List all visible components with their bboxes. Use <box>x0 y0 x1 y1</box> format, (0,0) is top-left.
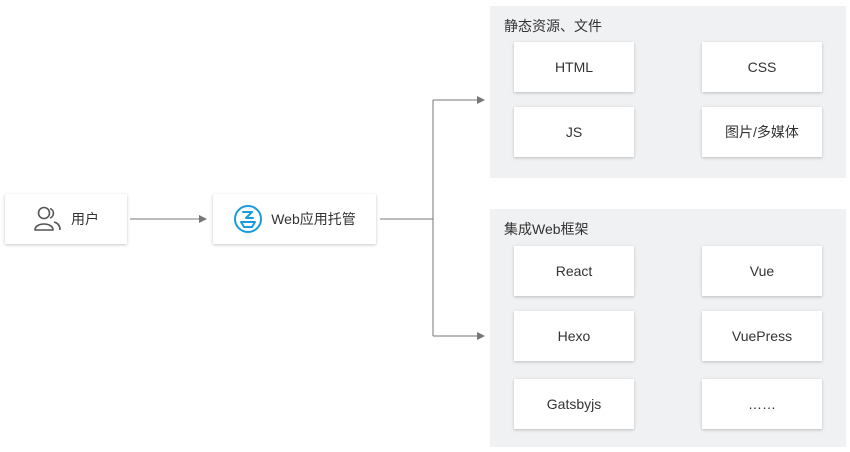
users-icon <box>33 205 63 233</box>
frameworks-panel: 集成Web框架 React Vue Hexo VuePress Gatsbyjs… <box>490 209 846 447</box>
user-node: 用户 <box>5 194 127 244</box>
framework-item-react: React <box>514 246 634 296</box>
framework-item-gatsbyjs: Gatsbyjs <box>514 379 634 429</box>
hosting-label: Web应用托管 <box>271 211 356 227</box>
framework-item-more: …… <box>702 379 822 429</box>
static-resources-panel: 静态资源、文件 HTML CSS JS 图片/多媒体 <box>490 6 846 178</box>
framework-item-vue: Vue <box>702 246 822 296</box>
static-item-html: HTML <box>514 42 634 92</box>
static-item-media: 图片/多媒体 <box>702 107 822 157</box>
static-item-css: CSS <box>702 42 822 92</box>
hosting-node: Web应用托管 <box>213 194 376 244</box>
web-hosting-logo-icon <box>233 204 263 234</box>
static-panel-title: 静态资源、文件 <box>504 18 602 34</box>
framework-item-vuepress: VuePress <box>702 311 822 361</box>
static-item-js: JS <box>514 107 634 157</box>
framework-panel-title: 集成Web框架 <box>504 221 589 237</box>
framework-item-hexo: Hexo <box>514 311 634 361</box>
user-label: 用户 <box>71 211 99 227</box>
